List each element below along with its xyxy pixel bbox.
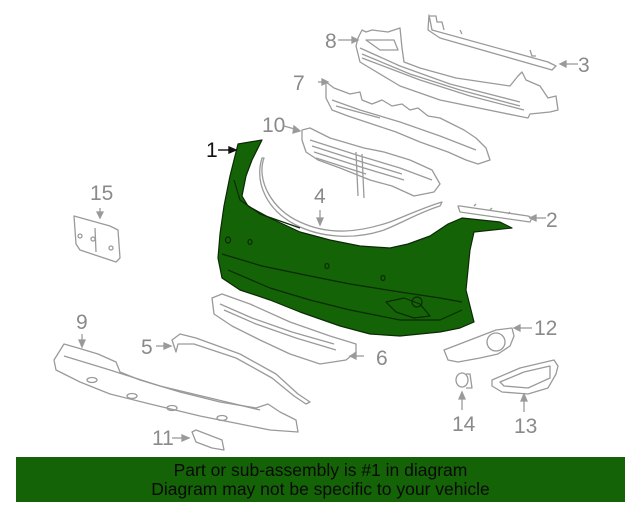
callout-7[interactable]: 7 (293, 72, 305, 95)
callout-11[interactable]: 11 (152, 427, 174, 450)
callout-4[interactable]: 4 (314, 185, 326, 208)
callout-2[interactable]: 2 (546, 209, 558, 232)
info-banner: Part or sub-assembly is #1 in diagram Di… (16, 457, 625, 502)
callout-8[interactable]: 8 (325, 30, 337, 53)
callout-9[interactable]: 9 (76, 311, 88, 334)
part-11-bracket (191, 429, 225, 451)
part-15-license-plate-bracket (73, 215, 121, 263)
callout-15[interactable]: 15 (90, 182, 114, 205)
callout-10[interactable]: 10 (262, 114, 286, 137)
banner-line-1: Part or sub-assembly is #1 in diagram (173, 460, 468, 480)
callout-3[interactable]: 3 (578, 54, 590, 77)
part-1-bumper-cover (217, 139, 513, 337)
part-10-upper-grille (301, 127, 441, 199)
callout-5[interactable]: 5 (141, 336, 153, 359)
part-5-lower-molding (171, 333, 311, 405)
callout-6[interactable]: 6 (376, 347, 388, 370)
part-7-energy-absorber (325, 81, 491, 165)
part-12-fog-lamp-bezel (443, 327, 515, 363)
part-9-lower-deflector (53, 343, 299, 433)
callout-12[interactable]: 12 (534, 317, 558, 340)
part-14-fog-lamp-socket (455, 372, 473, 389)
part-4-upper-molding (259, 157, 443, 237)
callout-1[interactable]: 1 (206, 139, 218, 162)
part-8-impact-bar (355, 27, 559, 119)
part-3-reinforcement-bracket (427, 14, 557, 71)
part-13-bezel-trim (491, 359, 559, 395)
banner-line-2: Diagram may not be specific to your vehi… (151, 479, 490, 499)
callout-14[interactable]: 14 (452, 413, 476, 436)
callout-13[interactable]: 13 (514, 415, 538, 438)
